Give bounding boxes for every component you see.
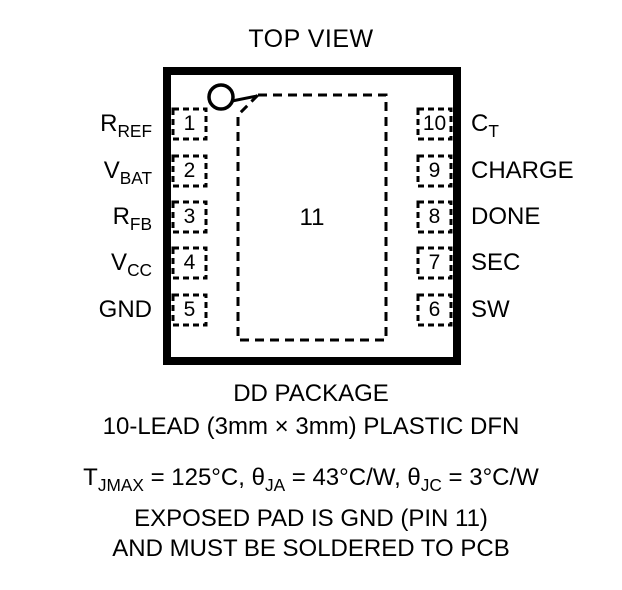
- pin-box-6: [416, 293, 453, 327]
- pin1-indicator-circle: [207, 83, 235, 111]
- pin-number-9: 9: [428, 159, 441, 182]
- pin-number-3: 3: [183, 205, 196, 228]
- package-border: [163, 67, 461, 365]
- pin-label-base: C: [471, 110, 489, 137]
- pin-label-gnd: GND: [99, 295, 152, 325]
- exposed-pad-number: 11: [299, 204, 325, 231]
- pin-box-9: [416, 154, 453, 188]
- pin-label-base: SW: [471, 296, 510, 323]
- pin-box-5: [171, 293, 208, 327]
- pin-label-rfb: RFB: [113, 202, 152, 232]
- thermal-theta-jc-sub: JC: [420, 474, 442, 495]
- pin-label-sub: FB: [129, 213, 152, 234]
- exposed-pad-outline: [236, 93, 388, 342]
- pin-box-1: [171, 107, 208, 141]
- pin-label-sec: SEC: [471, 248, 520, 278]
- pin-label-base: V: [103, 157, 120, 184]
- exposed-pad-note-line2: AND MUST BE SOLDERED TO PCB: [112, 535, 510, 562]
- thermal-note: TJMAX = 125°C, θJA = 43°C/W, θJC = 3°C/W: [0, 463, 622, 493]
- pin-number-7: 7: [428, 251, 441, 274]
- package-description: 10-LEAD (3mm × 3mm) PLASTIC DFN: [102, 413, 520, 440]
- thermal-theta-ja-sub: JA: [264, 474, 286, 495]
- thermal-theta-jc-value: = 3°C/W: [441, 464, 539, 491]
- pin1-indicator-tick: [231, 94, 258, 103]
- pin-label-base: R: [100, 110, 118, 137]
- pin-label-base: DONE: [471, 203, 541, 230]
- pin-label-base: R: [112, 203, 130, 230]
- pin-box-7: [416, 246, 453, 280]
- pin-label-vcc: VCC: [111, 248, 152, 278]
- pin-label-sub: CC: [127, 259, 152, 280]
- thermal-theta-ja-value: = 43°C/W,: [285, 464, 408, 491]
- pin-label-done: DONE: [471, 202, 540, 232]
- thermal-tjmax-sub: JMAX: [97, 474, 144, 495]
- pin-number-8: 8: [428, 205, 441, 228]
- pin-number-4: 4: [183, 251, 196, 274]
- package-drawing: [163, 67, 461, 365]
- pin-box-4: [171, 246, 208, 280]
- pin-box-2: [171, 154, 208, 188]
- pin-box-8: [416, 200, 453, 234]
- pin-number-2: 2: [183, 159, 196, 182]
- pin-number-6: 6: [428, 298, 441, 321]
- thermal-tjmax-base: T: [83, 464, 98, 491]
- pin-label-base: GND: [98, 296, 152, 323]
- thermal-theta-ja-base: θ: [251, 464, 265, 491]
- pin-number-1: 1: [183, 112, 196, 135]
- pin-label-rref: RREF: [100, 109, 152, 139]
- pin-label-base: SEC: [471, 249, 521, 276]
- diagram-title: TOP VIEW: [248, 25, 374, 53]
- thermal-tjmax-value: = 125°C,: [143, 464, 252, 491]
- pin-label-vbat: VBAT: [104, 156, 152, 186]
- pin-label-sub: BAT: [119, 167, 152, 188]
- pin-label-sub: T: [488, 120, 499, 141]
- pin-label-base: V: [111, 249, 128, 276]
- pin-label-charge: CHARGE: [471, 156, 574, 186]
- pin-label-sub: REF: [117, 120, 152, 141]
- pin-box-3: [171, 200, 208, 234]
- pin-number-5: 5: [183, 298, 196, 321]
- pin-label-sw: SW: [471, 295, 510, 325]
- thermal-theta-jc-base: θ: [407, 464, 421, 491]
- pin-label-ct: CT: [471, 109, 499, 139]
- pin-box-10: [416, 107, 453, 141]
- pin-number-10: 10: [422, 112, 447, 135]
- pin-label-base: CHARGE: [471, 157, 574, 184]
- exposed-pad-note-line1: EXPOSED PAD IS GND (PIN 11): [134, 505, 488, 532]
- package-name: DD PACKAGE: [233, 380, 389, 407]
